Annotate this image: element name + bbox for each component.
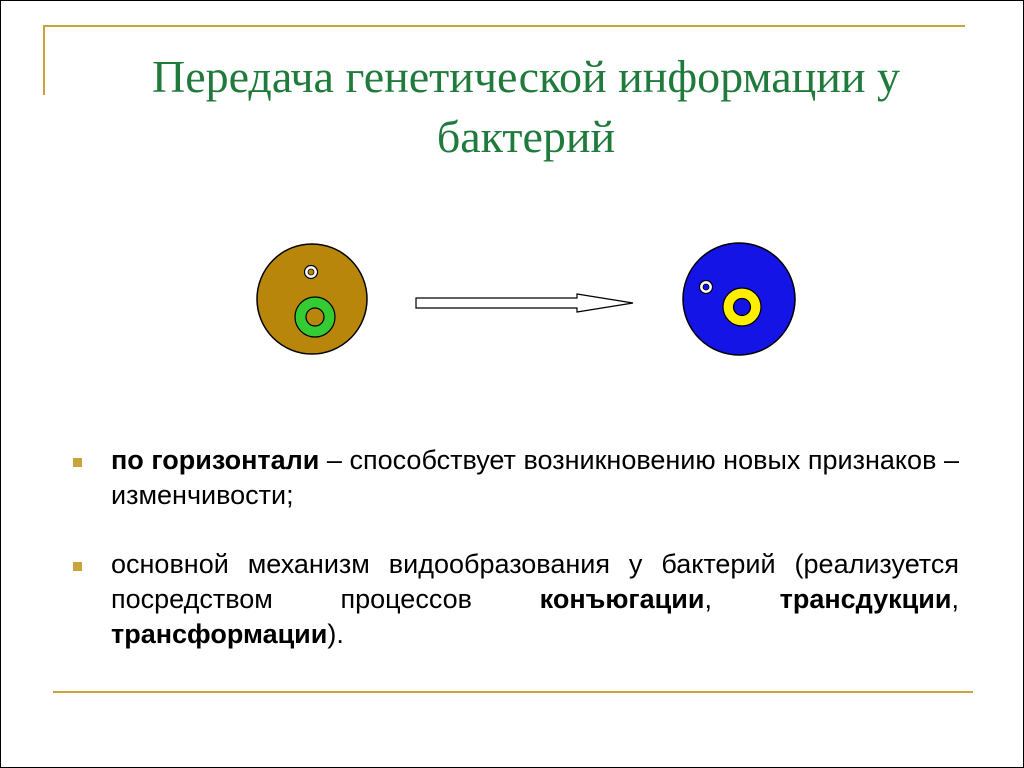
- page-title: Передача генетической информации у бакте…: [61, 47, 991, 167]
- bullet-speciation: основной механизм видообразования у бакт…: [73, 547, 959, 652]
- bullet-body: – способствует возникновению новых призн…: [111, 445, 959, 510]
- donor-nucleoid-core: [305, 307, 325, 327]
- recipient-nucleoid-core: [732, 297, 752, 317]
- bullet-marker: [73, 562, 82, 571]
- bullet-body: основной механизм видообразования у бакт…: [111, 549, 959, 614]
- title-line-1: Передача генетической информации у: [151, 51, 901, 102]
- bottom-divider: [53, 691, 973, 693]
- title-line-2: бактерий: [436, 111, 616, 162]
- separator: ,: [704, 584, 780, 614]
- term-transduction: трансдукции: [779, 584, 952, 614]
- bullet-text: по горизонтали – способствует возникнове…: [111, 443, 959, 513]
- top-divider: [43, 25, 965, 27]
- recipient-plasmid-core: [702, 283, 710, 291]
- bullet-bold-lead: по горизонтали: [111, 445, 320, 475]
- donor-plasmid-core: [307, 268, 315, 276]
- gene-transfer-diagram: [256, 242, 796, 356]
- bullet-horizontal-transfer: по горизонтали – способствует возникнове…: [73, 443, 959, 513]
- closing-text: ).: [327, 619, 344, 649]
- term-transformation: трансформации: [111, 619, 328, 649]
- term-conjugation: конъюгации: [539, 584, 705, 614]
- separator: ,: [951, 584, 959, 614]
- bullet-text: основной механизм видообразования у бакт…: [111, 547, 959, 652]
- transfer-arrow: [415, 293, 634, 313]
- bullet-marker: [73, 458, 82, 467]
- left-divider: [43, 25, 45, 95]
- bullet-list: по горизонтали – способствует возникнове…: [73, 443, 959, 686]
